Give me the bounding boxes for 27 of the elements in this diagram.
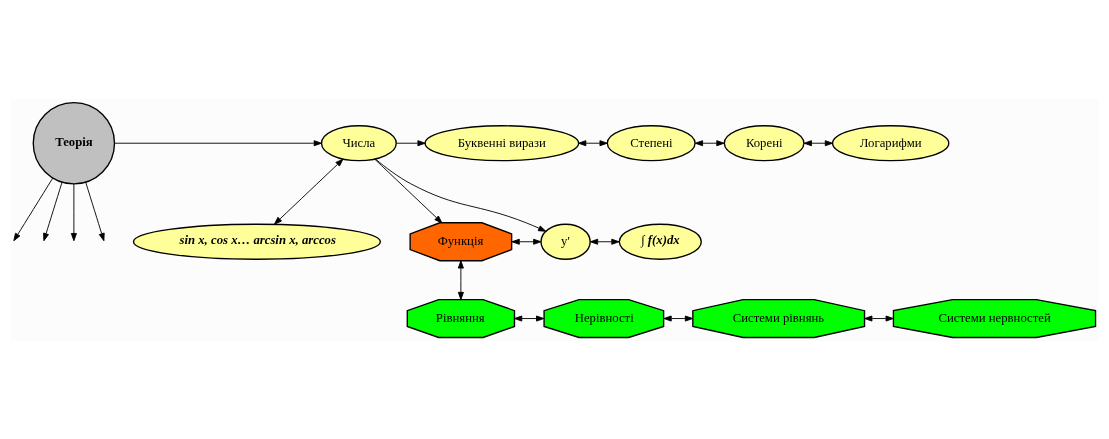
arrow (663, 315, 694, 322)
node-ellipse: ∫ f(x)dx (618, 223, 702, 260)
arrow (274, 158, 344, 225)
arrow (13, 177, 54, 241)
arrow (589, 238, 620, 245)
node-ellipse: Буквенні вирази (424, 124, 580, 161)
arrow (395, 139, 426, 146)
arrow (114, 139, 322, 146)
node-circle: Теорія (32, 101, 116, 184)
arrow (375, 158, 547, 232)
arrow (85, 181, 105, 241)
arrow (578, 139, 608, 146)
node-ellipse: Степені (606, 124, 696, 161)
arrow (511, 238, 542, 245)
arrow (864, 315, 894, 322)
node-ellipse: Корені (723, 124, 805, 161)
arrow (514, 315, 545, 322)
arrow (70, 183, 77, 241)
node-ellipse: Числа (320, 124, 397, 161)
arrow (43, 181, 63, 241)
node-ellipse: y' (540, 223, 591, 260)
arrow (803, 139, 833, 146)
node-ellipse: sin x, cos x… arcsin x, arccos (132, 223, 381, 260)
arrow (374, 158, 443, 223)
arrow (457, 259, 464, 300)
node-ellipse: Логарифми (831, 124, 950, 161)
arrow (694, 139, 725, 146)
